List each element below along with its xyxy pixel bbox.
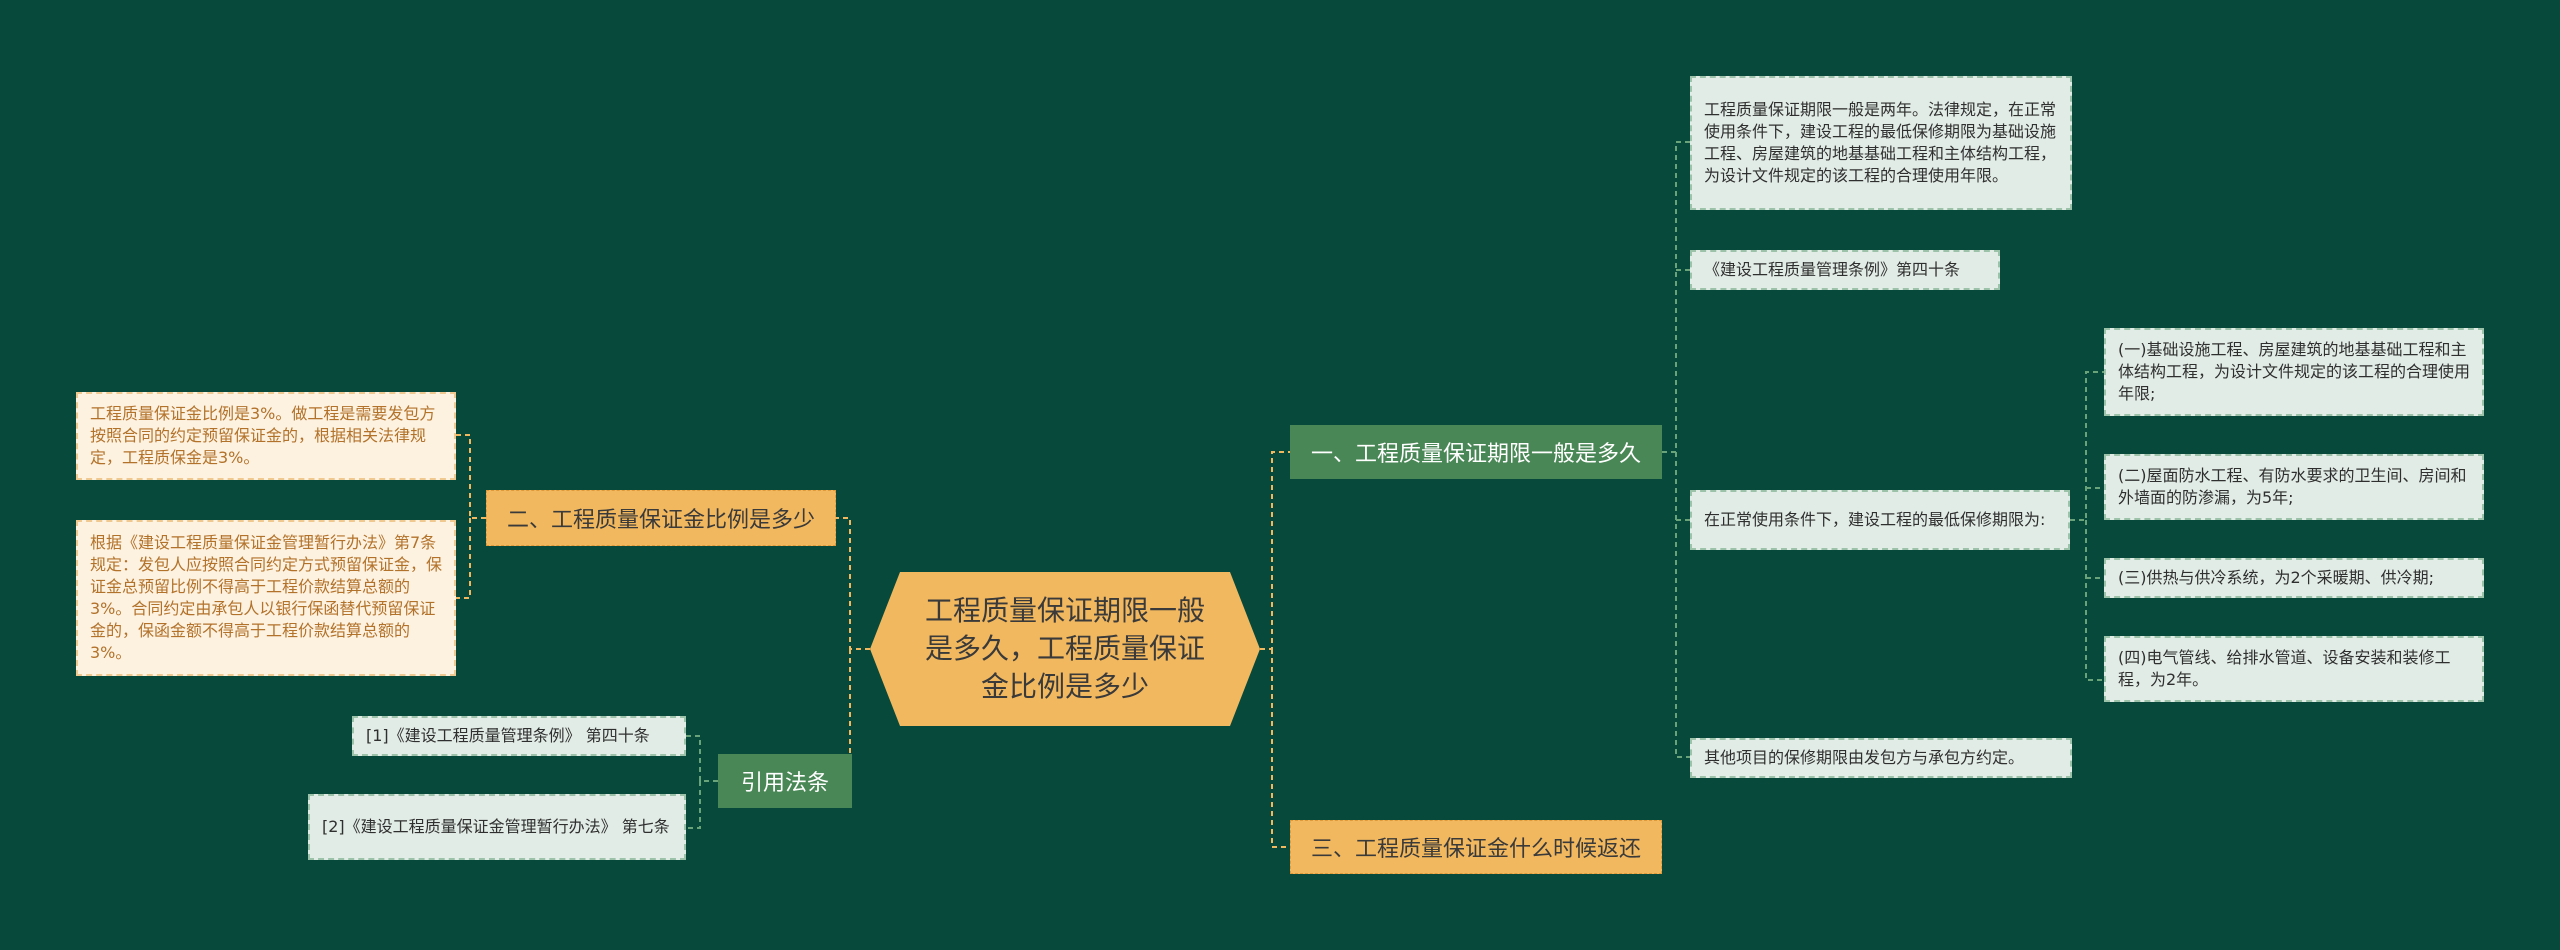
leaf-minimum-period[interactable]: 在正常使用条件下，建设工程的最低保修期限为: — [1690, 490, 2070, 550]
leaf-cited-law-1[interactable]: [1]《建设工程质量管理条例》 第四十条 — [352, 716, 686, 756]
connector-root-b2 — [836, 517, 870, 650]
subleaf-heating-cooling[interactable]: (三)供热与供冷系统，为2个采暖期、供冷期; — [2104, 558, 2484, 598]
subleaf-waterproofing[interactable]: (二)屋面防水工程、有防水要求的卫生间、房间和外墙面的防渗漏，为5年; — [2104, 454, 2484, 520]
connector-b4-leaves — [686, 735, 718, 829]
subleaf-electrical-plumbing[interactable]: (四)电气管线、给排水管道、设备安装和装修工程，为2年。 — [2104, 636, 2484, 702]
branch-deposit-ratio[interactable]: 二、工程质量保证金比例是多少 — [486, 490, 836, 546]
leaf-ratio-intro[interactable]: 工程质量保证金比例是3%。做工程是需要发包方按照合同的约定预留保证金的，根据相关… — [76, 392, 456, 480]
connector-root-b1 — [1260, 451, 1290, 650]
branch-deposit-return[interactable]: 三、工程质量保证金什么时候返还 — [1290, 820, 1662, 874]
connector-b2-leaves — [456, 434, 486, 599]
subleaf-foundation-structure[interactable]: (一)基础设施工程、房屋建筑的地基基础工程和主体结构工程，为设计文件规定的该工程… — [2104, 328, 2484, 416]
leaf-guarantee-intro[interactable]: 工程质量保证期限一般是两年。法律规定，在正常使用条件下，建设工程的最低保修期限为… — [1690, 76, 2072, 210]
connector-min-subleaves — [2070, 371, 2104, 681]
branch-guarantee-period[interactable]: 一、工程质量保证期限一般是多久 — [1290, 425, 1662, 479]
connector-b1-leaves — [1662, 141, 1690, 758]
leaf-regulation-article-40[interactable]: 《建设工程质量管理条例》第四十条 — [1690, 250, 2000, 290]
leaf-ratio-article-7[interactable]: 根据《建设工程质量保证金管理暂行办法》第7条规定：发包人应按照合同约定方式预留保… — [76, 520, 456, 676]
connector-root-b3 — [1271, 649, 1290, 848]
branch-cited-laws[interactable]: 引用法条 — [718, 754, 852, 808]
leaf-other-projects[interactable]: 其他项目的保修期限由发包方与承包方约定。 — [1690, 738, 2072, 778]
root-node[interactable]: 工程质量保证期限一般是多久，工程质量保证金比例是多少 — [870, 572, 1260, 726]
leaf-cited-law-2[interactable]: [2]《建设工程质量保证金管理暂行办法》 第七条 — [308, 794, 686, 860]
